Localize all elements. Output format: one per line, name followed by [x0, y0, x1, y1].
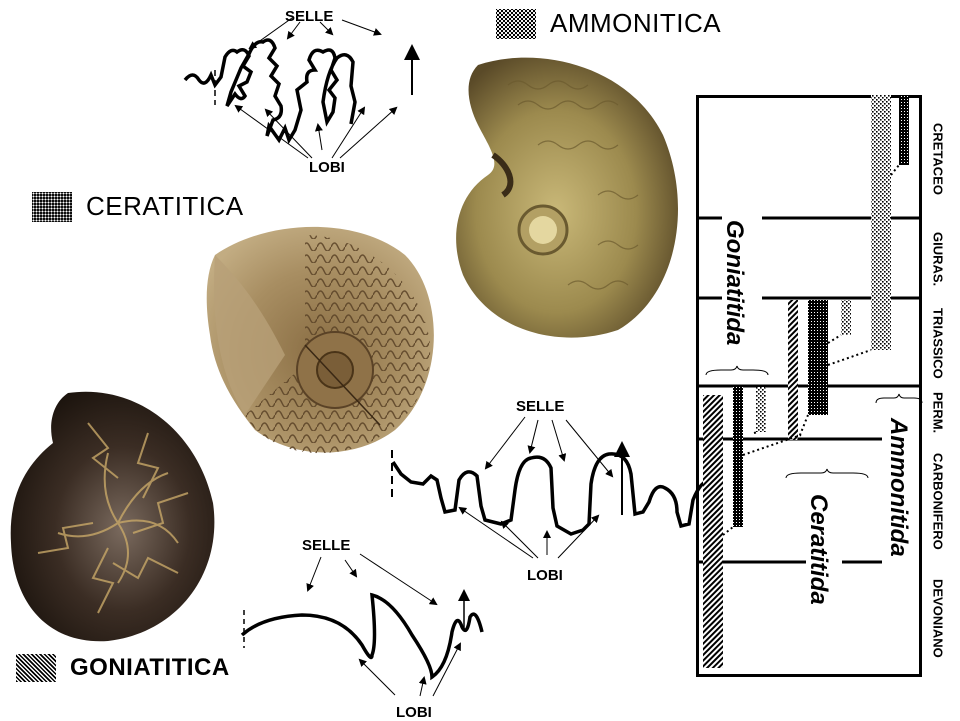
ceratitic-suture-diagram: [391, 416, 712, 559]
legend-goniatitica: GONIATITICA: [16, 654, 230, 682]
legend-ammonitica: AMMONITICA: [496, 8, 721, 39]
saddle-label: SELLE: [285, 8, 334, 25]
period-label-giuras: GIURAS.: [930, 231, 946, 287]
period-label-devoniano: DEVONIANO: [930, 578, 946, 658]
legend-ceratitica: CERATITICA: [32, 191, 244, 222]
group-label-ammonitida: Ammonitida: [885, 418, 912, 557]
saddle-label: SELLE: [516, 398, 565, 415]
range-chart-graphics: [696, 95, 923, 668]
lobe-label: LOBI: [396, 704, 432, 721]
stipple-pattern-icon: [496, 8, 536, 39]
lobe-label: LOBI: [527, 567, 563, 584]
group-label-goniatitida: Goniatitida: [721, 220, 748, 346]
period-label-perm: PERM.: [930, 392, 946, 434]
dotted-black-pattern-icon: [32, 191, 72, 222]
period-label-triassico: TRIASSICO: [930, 307, 946, 379]
goniatite-fossil: [10, 391, 215, 642]
ammonitic-suture-diagram: [183, 17, 420, 159]
hatch-pattern-icon: [16, 654, 56, 682]
saddle-label: SELLE: [302, 537, 351, 554]
group-label-ceratitida: Ceratitida: [805, 494, 832, 605]
legend-label: AMMONITICA: [550, 8, 722, 38]
legend-label: CERATITICA: [86, 191, 244, 221]
period-label-cretaceo: CRETACEO: [930, 123, 946, 195]
period-label-carbonifero: CARBONIFERO: [930, 452, 946, 550]
legend-label: GONIATITICA: [70, 654, 230, 681]
goniatitic-suture-diagram: [240, 553, 484, 697]
lobe-label: LOBI: [309, 159, 345, 176]
ammonite-fossil: [456, 57, 678, 338]
ceratite-fossil: [206, 226, 434, 454]
